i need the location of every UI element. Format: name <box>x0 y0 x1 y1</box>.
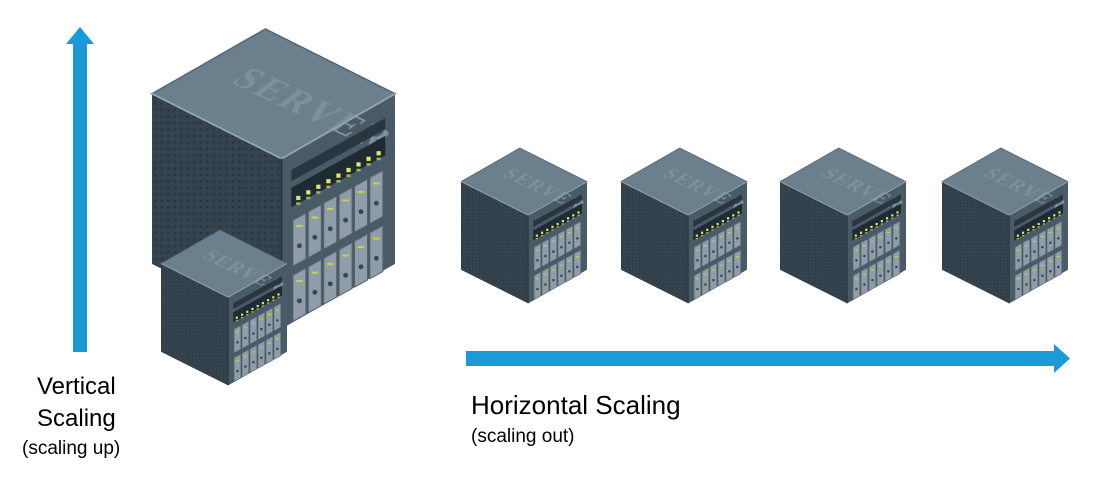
server-horizontal-4: SERVER <box>941 147 1073 304</box>
vertical-scaling-title-line2: Scaling <box>37 405 116 432</box>
server-horizontal-2: SERVER <box>620 147 752 304</box>
vertical-scaling-title-line1: Vertical <box>37 373 116 400</box>
small-server-vertical: SERVER <box>160 229 292 386</box>
horizontal-scaling-title: Horizontal Scaling <box>471 390 681 420</box>
server-horizontal-3: SERVER <box>779 147 911 304</box>
horizontal-scaling-arrow <box>466 344 1070 373</box>
vertical-scaling-arrow <box>66 27 94 352</box>
horizontal-scaling-subtitle: (scaling out) <box>471 426 575 447</box>
server-horizontal-1: SERVER <box>460 147 592 304</box>
vertical-scaling-subtitle: (scaling up) <box>22 438 121 459</box>
